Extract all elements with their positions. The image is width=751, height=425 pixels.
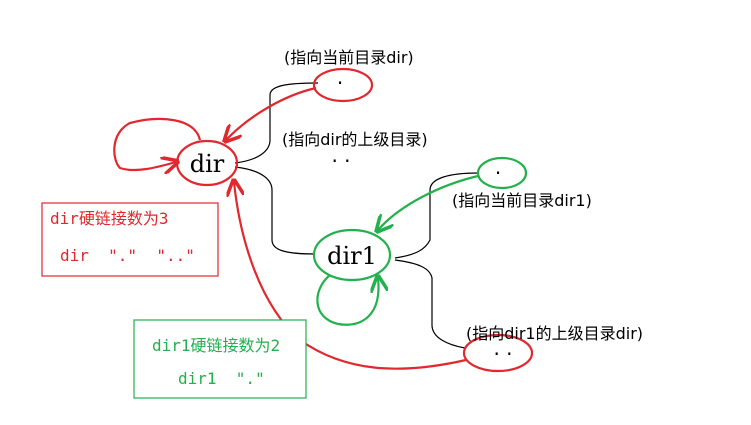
red-box-line2: dir "." ".." xyxy=(60,246,195,265)
annotation-dot-green: (指向当前目录dir1) xyxy=(452,191,592,210)
dotdot-bottom-node: . . xyxy=(462,333,534,373)
dot-green-node: . xyxy=(476,155,528,190)
green-box-line2: dir1 "." xyxy=(178,369,265,388)
green-box-line1: dir1硬链接数为2 xyxy=(152,336,280,355)
dir-self-loop xyxy=(113,117,202,170)
dotdot-mid-label: . . xyxy=(331,143,350,167)
arrow-dot-to-dir xyxy=(226,86,317,140)
dir-label: dir xyxy=(190,150,225,178)
annotation-dotdot-bottom: (指向dir1的上级目录dir) xyxy=(466,324,643,343)
annotation-dot-top: (指向当前目录dir) xyxy=(284,48,414,67)
dot-top-node: . xyxy=(312,65,374,103)
green-info-box: dir1硬链接数为2 dir1 "." xyxy=(133,319,307,399)
dot-green-label: . xyxy=(495,155,501,179)
red-box-line1: dir硬链接数为3 xyxy=(50,209,169,228)
dir1-self-loop xyxy=(316,275,378,326)
dot-top-label: . xyxy=(337,65,343,89)
arrow-dot-green-to-dir1 xyxy=(378,174,479,230)
dir-node: dir xyxy=(175,139,239,187)
dir1-node: dir1 xyxy=(312,228,392,282)
dotdot-bottom-label: . . xyxy=(493,336,512,360)
annotation-dotdot-mid: (指向dir的上级目录) xyxy=(282,130,428,149)
red-info-box: dir硬链接数为3 dir "." ".." xyxy=(41,202,219,277)
tree-connectors xyxy=(234,82,479,349)
green-arrows xyxy=(316,174,479,326)
dir1-label: dir1 xyxy=(327,242,377,270)
